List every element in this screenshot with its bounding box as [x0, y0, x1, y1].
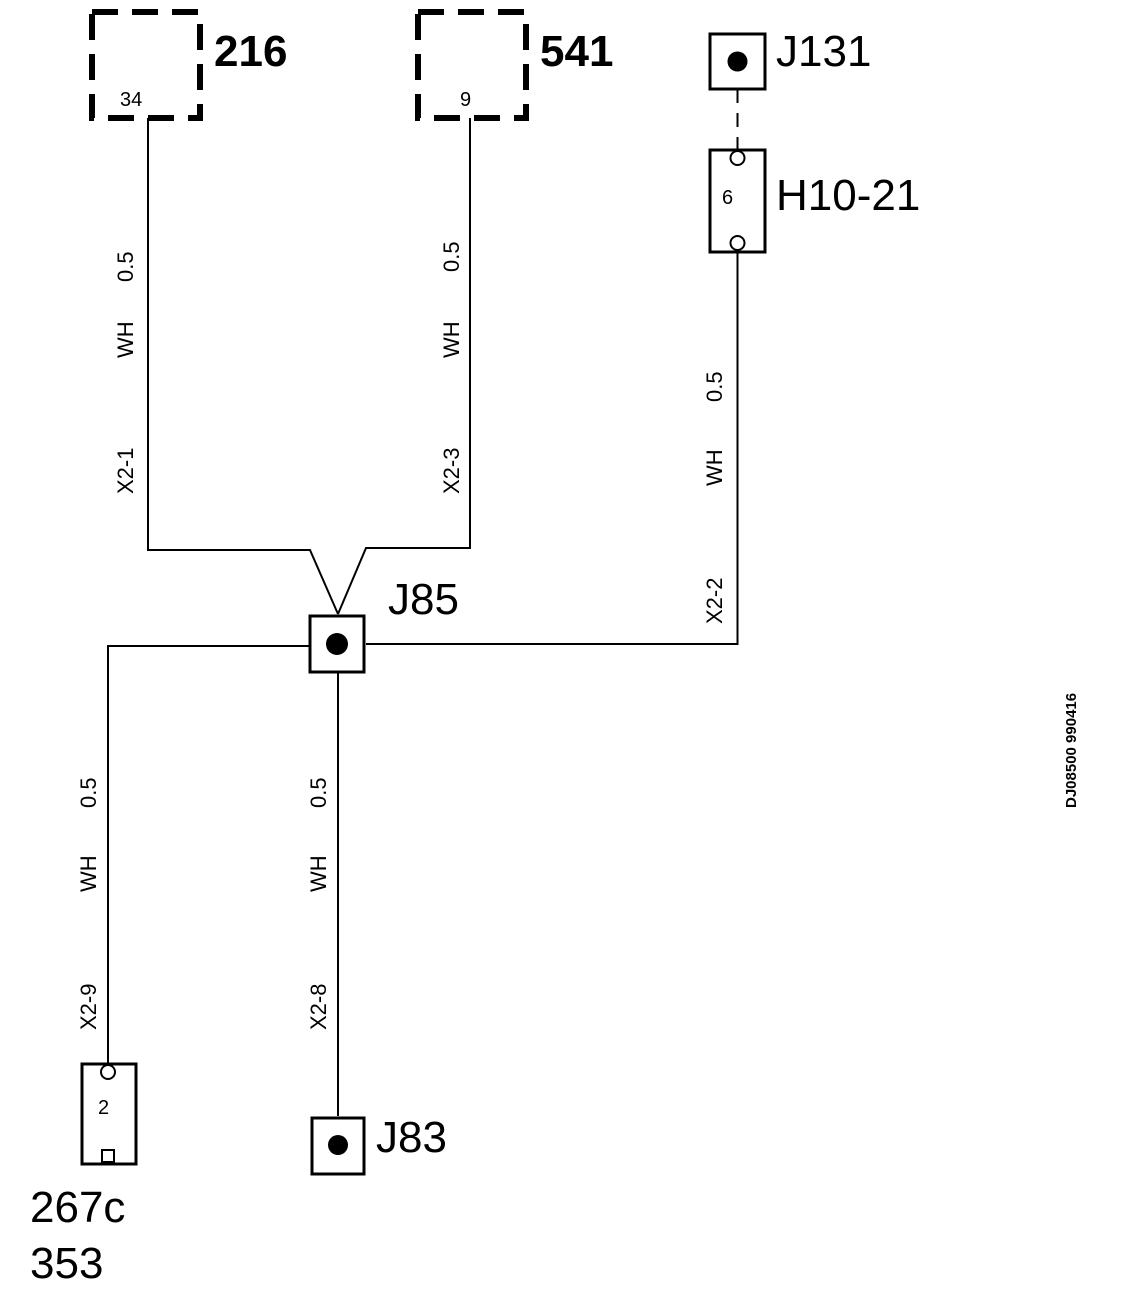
wire-x2-1-labels: 0.5 WH X2-1 — [113, 251, 138, 494]
wire-x2-3-id: X2-3 — [439, 448, 464, 494]
wire-x2-3-size: 0.5 — [439, 241, 464, 272]
wire-x2-9-labels: 0.5 WH X2-9 — [76, 777, 101, 1030]
wire-x2-8-id: X2-8 — [306, 984, 331, 1030]
wire-x2-1-color: WH — [113, 321, 138, 358]
wire-x2-1-id: X2-1 — [113, 448, 138, 494]
connector-j83[interactable]: J83 — [310, 1113, 447, 1176]
wire-x2-9 — [107, 645, 310, 1064]
wire-x2-3 — [337, 118, 471, 615]
connector-j85[interactable]: J85 — [308, 575, 459, 674]
wire-x2-3-labels: 0.5 WH X2-3 — [439, 241, 464, 494]
component-216-label: 216 — [214, 27, 287, 76]
component-216-pin: 34 — [120, 89, 142, 111]
wire-x2-9-color: WH — [76, 855, 101, 892]
j131-dot — [727, 51, 748, 72]
j83-label: J83 — [376, 1113, 447, 1162]
j131-label: J131 — [776, 27, 871, 76]
c267-pin: 2 — [98, 1097, 109, 1119]
component-541-label: 541 — [540, 27, 613, 76]
wire-x2-1-size: 0.5 — [113, 251, 138, 282]
c267-label-line2: 353 — [30, 1239, 103, 1288]
h1021-bottom-pin — [729, 235, 746, 251]
wire-x2-8-labels: 0.5 WH X2-8 — [306, 777, 331, 1030]
connector-h10-21[interactable]: 6 H10-21 — [708, 148, 920, 254]
wire-x2-9-id: X2-9 — [76, 984, 101, 1030]
c267-label-line1: 267c — [30, 1183, 125, 1232]
h1021-pin: 6 — [722, 187, 733, 209]
wire-x2-1 — [147, 118, 339, 615]
wire-x2-2 — [366, 250, 739, 645]
connector-267c[interactable]: 2 267c 353 — [30, 1062, 138, 1288]
component-541-pin: 9 — [460, 89, 471, 111]
c267-bottom-pin — [101, 1149, 115, 1163]
wire-x2-2-labels: 0.5 WH X2-2 — [702, 371, 727, 624]
j83-dot — [328, 1135, 348, 1155]
wire-x2-3-color: WH — [439, 321, 464, 358]
c267-box — [80, 1062, 138, 1166]
component-216-box — [89, 9, 203, 121]
wire-x2-2-color: WH — [702, 449, 727, 486]
component-541-box — [415, 9, 529, 121]
h1021-top-pin — [729, 150, 746, 166]
connector-j131[interactable]: J131 — [708, 27, 871, 91]
wire-x2-9-size: 0.5 — [76, 777, 101, 808]
drawing-code: DJ08500 990416 — [1063, 693, 1080, 808]
h1021-label: H10-21 — [776, 171, 920, 220]
wire-x2-8-size: 0.5 — [306, 777, 331, 808]
wire-x2-8-color: WH — [306, 855, 331, 892]
component-216[interactable]: 216 34 — [89, 9, 287, 121]
j85-dot — [326, 633, 348, 655]
c267-top-pin — [100, 1064, 116, 1080]
wire-x2-2-size: 0.5 — [702, 371, 727, 402]
component-541[interactable]: 541 9 — [415, 9, 613, 121]
j85-label: J85 — [388, 575, 459, 624]
wire-x2-2-id: X2-2 — [702, 578, 727, 624]
